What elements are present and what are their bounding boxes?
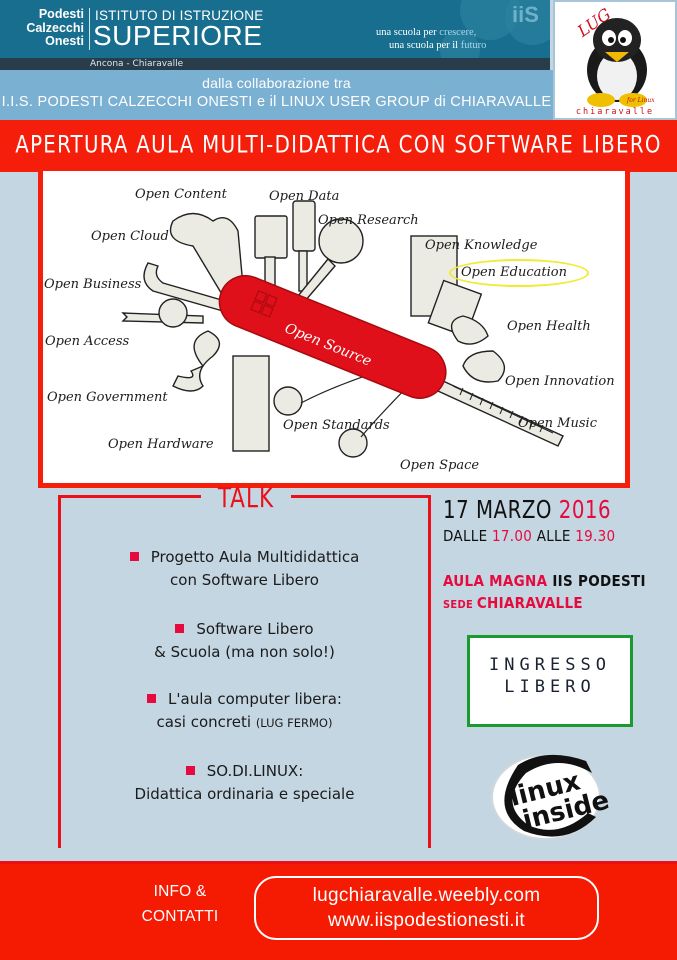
talk-item-title: SO.DI.LINUX: xyxy=(206,762,304,780)
svg-text:chiaravalle: chiaravalle xyxy=(576,107,654,117)
label-open-space: Open Space xyxy=(400,458,480,473)
talk-item: Progetto Aula Multididattica con Softwar… xyxy=(61,546,428,592)
school-name-1: Podesti xyxy=(38,7,84,21)
label-open-business: Open Business xyxy=(44,277,142,292)
talk-item-subtitle: casi concreti xyxy=(156,713,256,731)
school-motto: una scuola per crescere, una scuola per … xyxy=(376,26,486,52)
event-location: SEDE CHIARAVALLE xyxy=(443,594,583,612)
bullet-icon xyxy=(147,694,157,703)
label-open-music: Open Music xyxy=(518,416,597,431)
info-line2: CONTATTI xyxy=(141,908,219,925)
label-open-cloud: Open Cloud xyxy=(91,229,169,244)
event-place: AULA MAGNA IIS PODESTI xyxy=(443,572,646,590)
institute-line1: ISTITUTO DI ISTRUZIONE xyxy=(95,8,264,23)
motto-highlight: futuro xyxy=(460,40,487,51)
free-entry-badge: INGRESSO LIBERO xyxy=(467,635,633,727)
time-from: 17.00 xyxy=(492,527,533,545)
divider xyxy=(89,8,90,50)
event-time: DALLE 17.00 ALLE 19.30 xyxy=(443,527,615,545)
iis-logo: iiS xyxy=(512,2,539,27)
talk-item: SO.DI.LINUX: Didattica ordinaria e speci… xyxy=(61,760,428,806)
contacts-box: lugchiaravalle.weebly.com www.iispodesti… xyxy=(254,876,599,940)
collab-line2: I.I.S. PODESTI CALZECCHI ONESTI e il LIN… xyxy=(1,94,552,110)
tux-penguin-icon: for Linux LUG chiaravalle xyxy=(573,4,655,117)
footer: INFO & CONTATTI lugchiaravalle.weebly.co… xyxy=(0,864,677,960)
page-title: APERTURA AULA MULTI-DIDATTICA CON SOFTWA… xyxy=(15,131,662,160)
event-date: 17 MARZO 2016 xyxy=(443,496,611,525)
talk-item-subtitle: Didattica ordinaria e speciale xyxy=(134,785,355,803)
illustration-frame: Open Source Open Content Open Data Open … xyxy=(38,166,630,488)
time-label: ALLE xyxy=(532,527,576,545)
bullet-icon xyxy=(185,766,195,775)
entry-line1: INGRESSO xyxy=(489,655,611,675)
location-text: Ancona - Chiaravalle xyxy=(90,59,184,69)
motto-text: una scuola per xyxy=(376,27,440,38)
label-open-health: Open Health xyxy=(507,319,591,334)
label-open-government: Open Government xyxy=(47,390,168,405)
svg-text:for Linux: for Linux xyxy=(626,97,655,104)
institute-line2: SUPERIORE xyxy=(93,20,263,51)
talk-item-subtitle: & Scuola (ma non solo!) xyxy=(154,643,335,661)
bullet-icon xyxy=(175,624,185,633)
linux-inside-logo-icon: linux inside xyxy=(491,754,610,840)
location-bar: Ancona - Chiaravalle xyxy=(0,58,550,70)
title-band: APERTURA AULA MULTI-DIDATTICA CON SOFTWA… xyxy=(0,120,677,172)
motto-highlight: crescere, xyxy=(439,27,477,38)
place-city: CHIARAVALLE xyxy=(476,594,583,612)
label-open-research: Open Research xyxy=(318,213,419,228)
link-lug-website[interactable]: lugchiaravalle.weebly.com xyxy=(312,885,541,906)
label-open-content: Open Content xyxy=(135,187,227,202)
talk-box: TALK Progetto Aula Multididattica con So… xyxy=(58,482,431,848)
place-school: IIS PODESTI xyxy=(547,572,646,590)
talk-item-title: L'aula computer libera: xyxy=(168,690,342,708)
school-names: Podesti Calzecchi Onesti xyxy=(18,7,84,49)
talk-item-title: Progetto Aula Multididattica xyxy=(150,548,360,566)
label-open-innovation: Open Innovation xyxy=(505,374,615,389)
school-name-3: Onesti xyxy=(45,34,84,48)
decor-circle xyxy=(440,30,480,58)
open-source-illustration: Open Source Open Content Open Data Open … xyxy=(43,171,625,483)
talk-item: L'aula computer libera: casi concreti (L… xyxy=(61,688,428,735)
time-to: 19.30 xyxy=(575,527,616,545)
talk-item-subtitle: con Software Libero xyxy=(170,571,319,589)
swiss-knife-icon xyxy=(121,200,564,458)
label-open-data: Open Data xyxy=(269,189,340,204)
date-year: 2016 xyxy=(558,496,612,525)
footer-border xyxy=(0,861,677,865)
time-label: DALLE xyxy=(443,527,492,545)
date-day-month: 17 MARZO xyxy=(443,496,559,525)
place-sede-label: SEDE xyxy=(443,598,477,611)
school-name-2: Calzecchi xyxy=(26,20,84,35)
info-label: INFO & CONTATTI xyxy=(140,879,220,929)
motto-text: una scuola per il xyxy=(389,40,461,51)
bullet-icon xyxy=(129,552,139,561)
collab-line1: dalla collaborazione tra xyxy=(202,75,351,91)
info-line1: INFO & xyxy=(153,883,207,900)
talk-item-note: (LUG FERMO) xyxy=(255,716,333,730)
entry-line2: LIBERO xyxy=(504,677,596,697)
link-school-website[interactable]: www.iispodestionesti.it xyxy=(328,910,525,931)
talk-item-title: Software Libero xyxy=(196,620,314,638)
place-room: AULA MAGNA xyxy=(443,572,548,590)
label-open-hardware: Open Hardware xyxy=(108,437,214,452)
highlight-ring xyxy=(449,259,589,287)
label-open-knowledge: Open Knowledge xyxy=(425,238,538,253)
label-open-access: Open Access xyxy=(45,334,130,349)
label-open-standards: Open Standards xyxy=(283,418,390,433)
label-open-education: Open Education xyxy=(461,265,567,280)
title-gap xyxy=(201,490,291,504)
collaboration-banner: dalla collaborazione tra I.I.S. PODESTI … xyxy=(0,70,553,120)
header: Podesti Calzecchi Onesti ISTITUTO DI IST… xyxy=(0,0,677,120)
lug-logo: for Linux LUG chiaravalle xyxy=(553,0,677,120)
school-banner: Podesti Calzecchi Onesti ISTITUTO DI IST… xyxy=(0,0,550,58)
talk-title: TALK xyxy=(217,481,275,515)
talk-item: Software Libero & Scuola (ma non solo!) xyxy=(61,618,428,664)
